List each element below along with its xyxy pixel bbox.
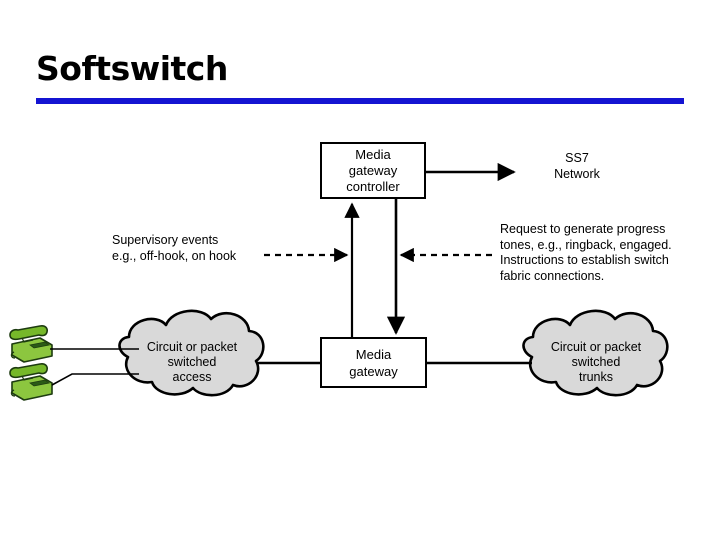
- access-cloud-line1: Circuit or packet: [146, 340, 238, 354]
- access-cloud-shape: [118, 309, 265, 397]
- access-cloud-line2: switched: [167, 355, 217, 369]
- mgc-label-line3: controller: [346, 178, 400, 194]
- telephone-icon-top: [9, 325, 53, 363]
- request-line1: Request to generate progress: [500, 222, 666, 236]
- ss7-network-label: SS7 Network: [522, 150, 632, 182]
- connector-phone-bottom-to-access-cloud: [51, 373, 139, 386]
- trunks-cloud-shape: [522, 309, 669, 397]
- page-title: Softswitch: [36, 49, 228, 88]
- request-line2: tones, e.g., ringback, engaged.: [500, 237, 672, 252]
- request-instructions-annotation: Request to generate progress tones, e.g.…: [500, 222, 715, 284]
- title-underline-rule: [36, 98, 684, 104]
- mgc-label-line2: gateway: [348, 162, 398, 178]
- mgc-label-line1: Media: [355, 146, 391, 162]
- supervisory-line1: Supervisory events: [112, 233, 219, 247]
- telephone-icon-bottom: [9, 363, 53, 401]
- trunks-cloud-line1: Circuit or packet: [550, 340, 642, 354]
- trunks-cloud-label: Circuit or packet switched trunks: [526, 340, 666, 385]
- supervisory-line2: e.g., off-hook, on hook: [112, 248, 237, 263]
- title-block: Softswitch: [36, 50, 684, 110]
- trunks-cloud-line3: trunks: [578, 370, 614, 384]
- mg-label-line1: Media: [355, 346, 392, 362]
- access-cloud-label: Circuit or packet switched access: [122, 340, 262, 385]
- supervisory-events-annotation: Supervisory events e.g., off-hook, on ho…: [112, 233, 352, 264]
- access-cloud-line3: access: [172, 370, 212, 384]
- ss7-label-line2: Network: [554, 167, 600, 181]
- media-gateway-box[interactable]: Media gateway: [320, 337, 427, 388]
- request-line4: fabric connections.: [500, 268, 605, 283]
- request-line3: Instructions to establish switch: [500, 253, 669, 267]
- ss7-label-line1: SS7: [565, 151, 589, 165]
- trunks-cloud-line2: switched: [571, 355, 621, 369]
- media-gateway-controller-box[interactable]: Media gateway controller: [320, 142, 426, 199]
- mg-label-line2: gateway: [349, 363, 398, 379]
